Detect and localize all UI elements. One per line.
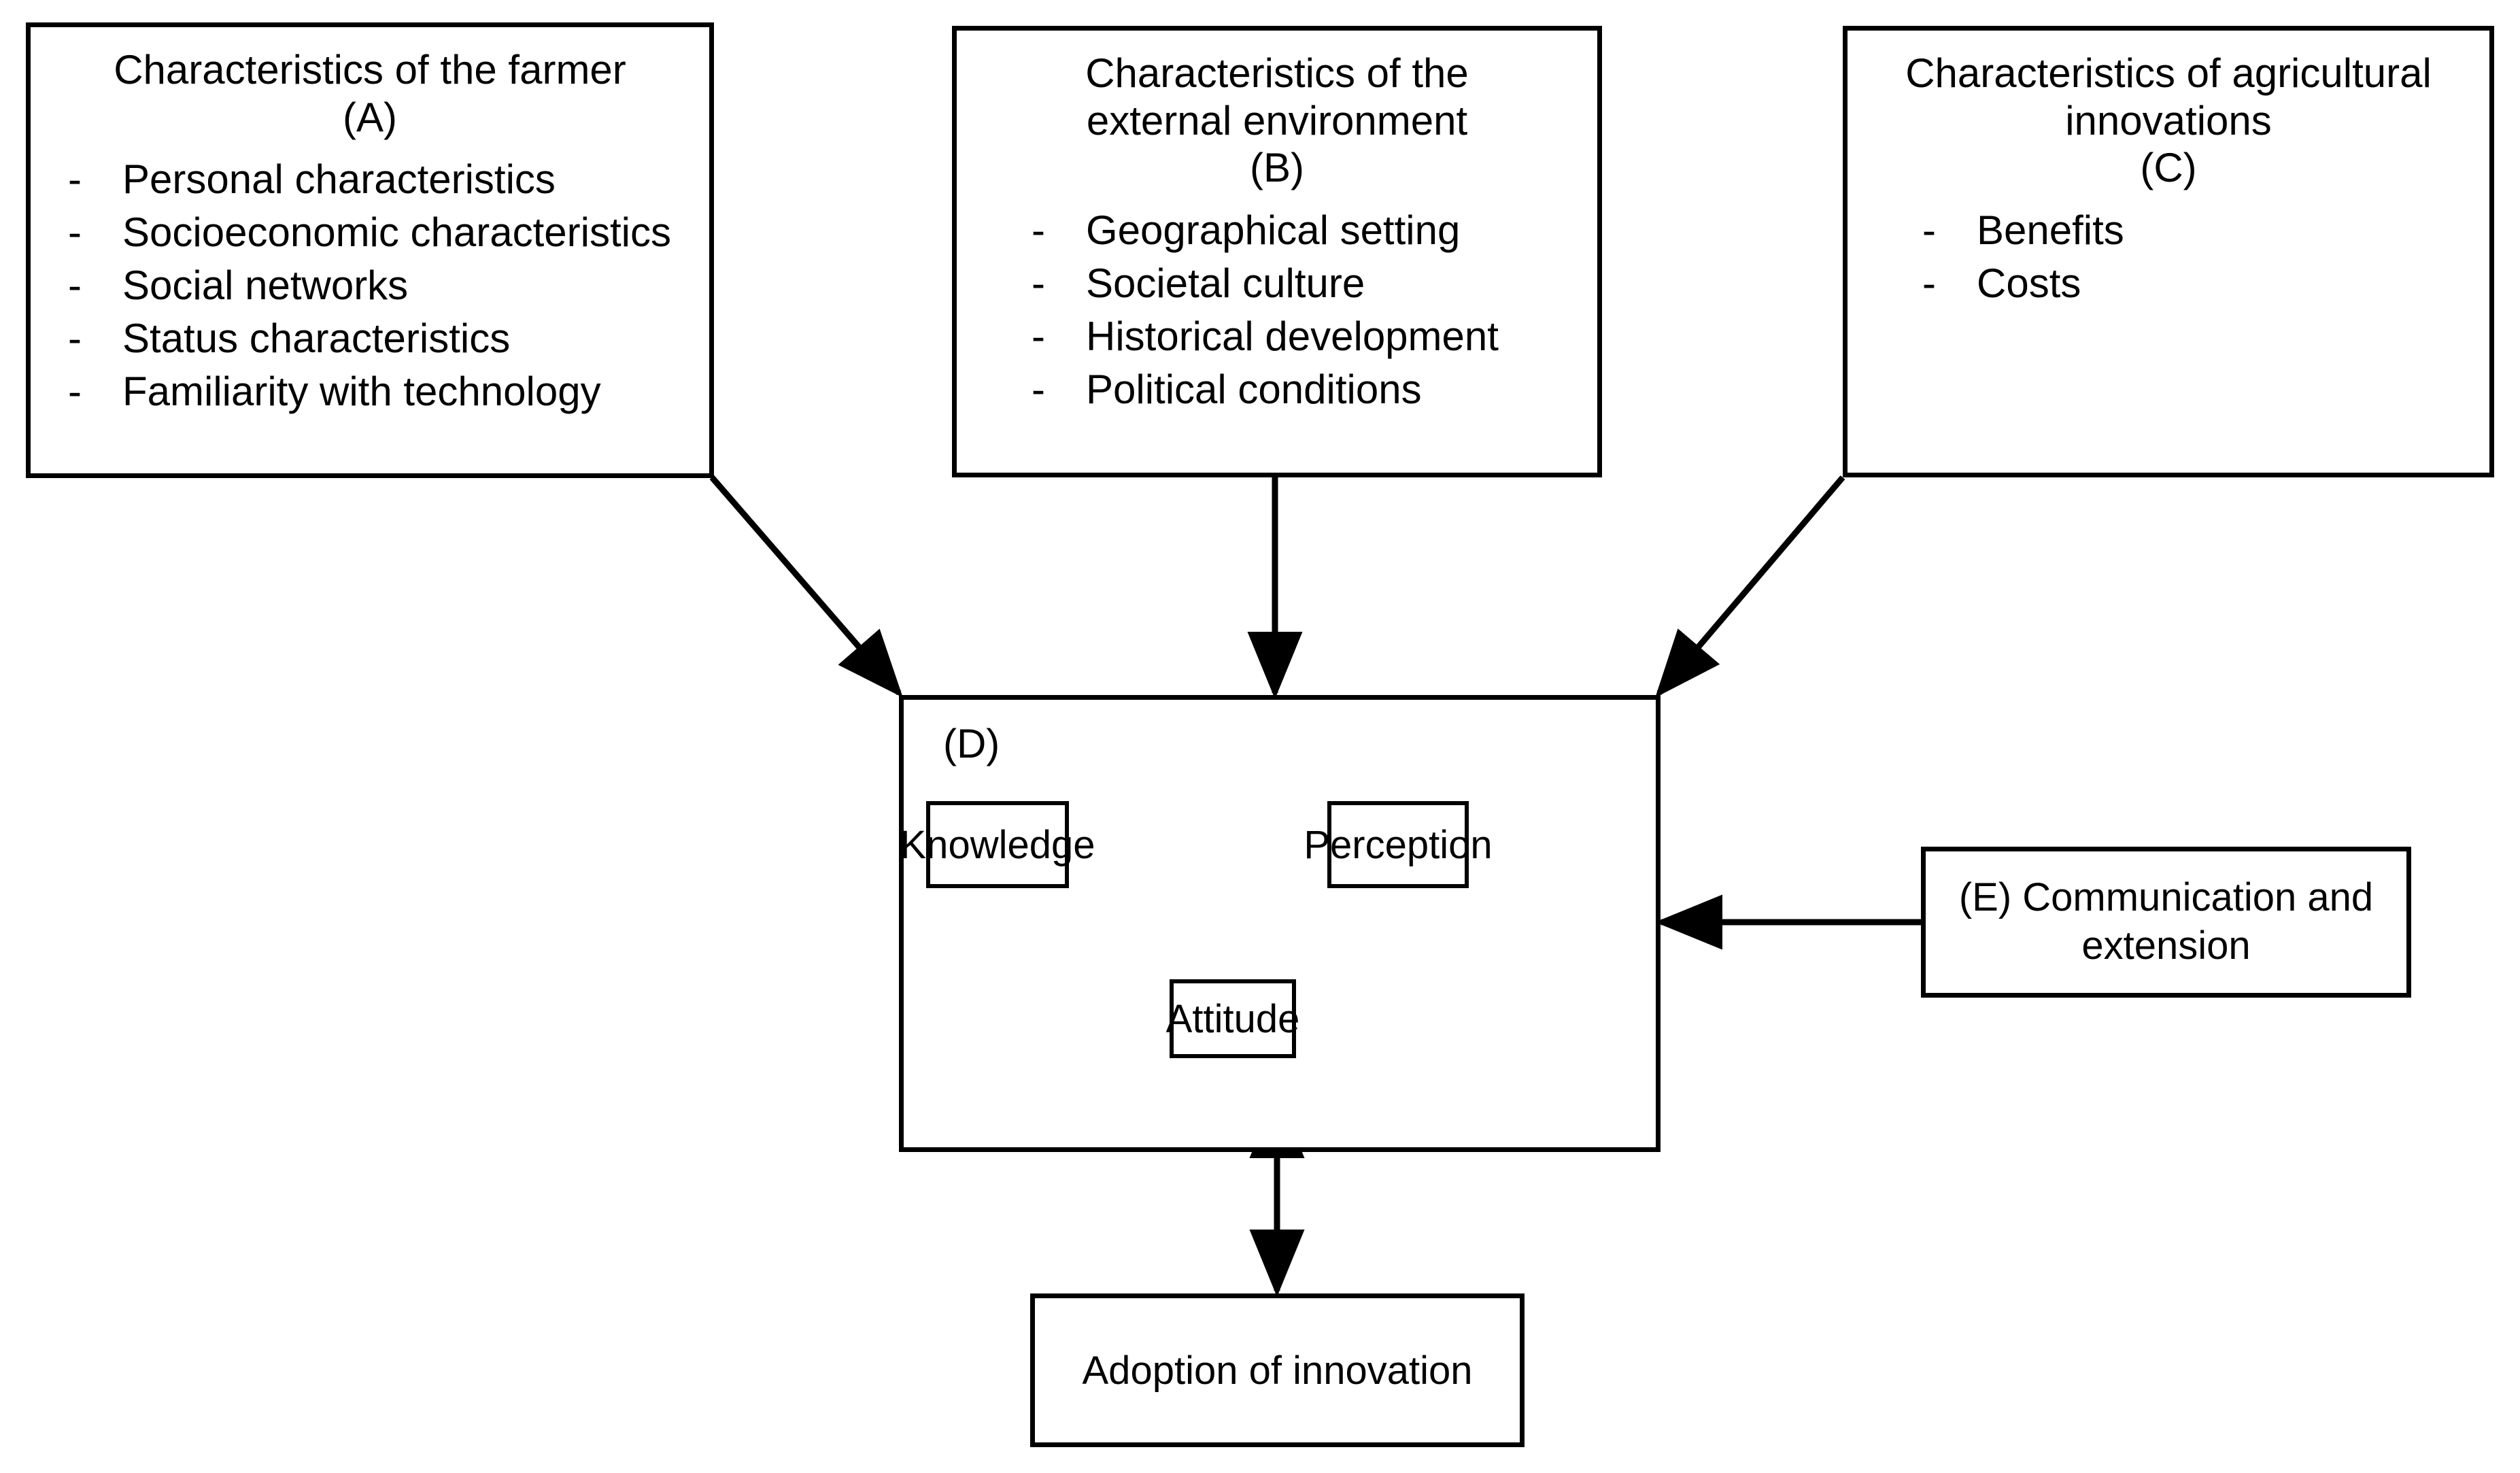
box-d-tag: (D) — [943, 721, 1000, 766]
box-c-bullet-list: - Benefits - Costs — [1848, 204, 2489, 310]
bullet-dash: - — [68, 263, 82, 309]
node-perception[interactable]: Perception — [1304, 801, 1493, 888]
arrow-a-to-d — [709, 475, 903, 698]
list-item: - Personal characteristics — [68, 153, 709, 206]
box-e-text: (E) Communication and extension — [1941, 874, 2391, 970]
box-communication-and-extension[interactable]: (E) Communication and extension — [1921, 847, 2411, 998]
list-item-label: Personal characteristics — [122, 156, 556, 203]
list-item: - Social networks — [68, 259, 709, 312]
list-item-label: Societal culture — [1086, 260, 1365, 306]
box-characteristics-of-the-external-environment[interactable]: Characteristics of the external environm… — [952, 26, 1602, 477]
bullet-dash: - — [1032, 366, 1045, 412]
list-item-label: Social networks — [122, 263, 409, 309]
box-a-tag: (A) — [343, 94, 397, 140]
list-item-label: Status characteristics — [122, 316, 511, 362]
bullet-dash: - — [68, 209, 82, 256]
node-attitude-label: Attitude — [1165, 996, 1300, 1041]
arrow-c-to-d — [1655, 475, 1845, 698]
box-b-bullet-list: - Geographical setting - Societal cultur… — [957, 204, 1597, 416]
box-characteristics-of-the-farmer[interactable]: Characteristics of the farmer (A) - Pers… — [26, 22, 714, 478]
node-knowledge[interactable]: Knowledge — [900, 801, 1095, 888]
box-b-title: Characteristics of the external environm… — [957, 50, 1597, 192]
node-knowledge-label: Knowledge — [900, 822, 1095, 867]
list-item-label: Familiarity with technology — [122, 369, 601, 415]
bullet-dash: - — [68, 316, 82, 362]
bullet-dash: - — [1922, 207, 1936, 253]
box-c-tag: (C) — [2140, 145, 2197, 191]
list-item: - Geographical setting — [1032, 204, 1597, 257]
box-adoption-of-innovation[interactable]: Adoption of innovation — [1030, 1293, 1525, 1447]
list-item-label: Historical development — [1086, 313, 1499, 359]
box-characteristics-of-agricultural-innovations[interactable]: Characteristics of agricultural innovati… — [1843, 26, 2494, 477]
list-item: - Socioeconomic characteristics — [68, 206, 709, 259]
list-item-label: Geographical setting — [1086, 207, 1461, 253]
bullet-dash: - — [1922, 260, 1936, 306]
list-item: - Costs — [1922, 257, 2489, 310]
bullet-dash: - — [68, 156, 82, 203]
box-e-line-2: extension — [2081, 924, 2251, 968]
bullet-dash: - — [1032, 260, 1045, 306]
list-item: - Societal culture — [1032, 257, 1597, 310]
bullet-dash: - — [1032, 313, 1045, 359]
box-a-title-text: Characteristics of the farmer — [114, 47, 626, 92]
box-a-bullet-list: - Personal characteristics - Socioeconom… — [31, 153, 709, 418]
node-attitude[interactable]: Attitude — [1166, 979, 1299, 1058]
box-adoption-label: Adoption of innovation — [1082, 1348, 1473, 1393]
bullet-dash: - — [68, 369, 82, 415]
list-item: - Historical development — [1032, 310, 1597, 363]
list-item-label: Socioeconomic characteristics — [122, 209, 671, 256]
list-item: - Benefits — [1922, 204, 2489, 257]
list-item-label: Costs — [1977, 260, 2081, 306]
box-b-title-text: Characteristics of the external environm… — [1085, 50, 1469, 143]
list-item-label: Benefits — [1977, 207, 2124, 253]
list-item: - Familiarity with technology — [68, 365, 709, 418]
box-c-title-text: Characteristics of agricultural innovati… — [1905, 50, 2432, 143]
list-item: - Status characteristics — [68, 312, 709, 365]
box-a-title: Characteristics of the farmer (A) — [31, 46, 709, 141]
list-item: - Political conditions — [1032, 363, 1597, 416]
box-e-line-1: (E) Communication and — [1958, 875, 2374, 920]
box-b-tag: (B) — [1250, 145, 1304, 191]
list-item-label: Political conditions — [1086, 366, 1422, 412]
bullet-dash: - — [1032, 207, 1045, 253]
box-c-title: Characteristics of agricultural innovati… — [1848, 50, 2489, 192]
box-knowledge-perception-attitude[interactable]: (D) — [899, 695, 1661, 1152]
node-perception-label: Perception — [1304, 822, 1493, 867]
